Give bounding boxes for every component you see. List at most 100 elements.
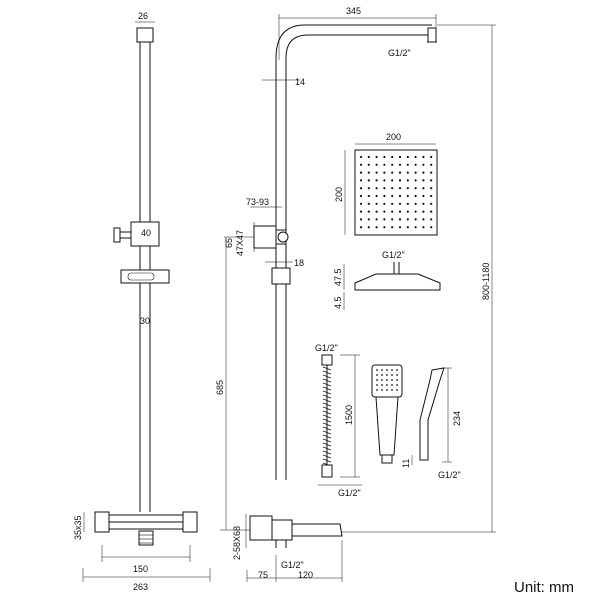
nozzle-dot xyxy=(383,226,386,229)
dim-4-5: 4.5 xyxy=(333,296,343,309)
hose-rib xyxy=(322,458,332,463)
nozzle-dot xyxy=(383,202,386,205)
nozzle-dot xyxy=(375,171,378,174)
dim-263: 263 xyxy=(133,582,148,592)
nozzle-dot xyxy=(383,218,386,221)
hose-rib xyxy=(322,446,332,451)
hose-rib xyxy=(322,434,332,439)
hose-rib xyxy=(322,406,332,411)
nozzle-dot xyxy=(414,155,417,159)
nozzle-dot xyxy=(367,226,370,229)
nozzle-dot xyxy=(383,179,386,182)
hand-nozzle-dot xyxy=(396,374,398,376)
nozzle-dot xyxy=(406,171,409,174)
hand-nozzle-dot xyxy=(396,379,398,381)
nozzle-dot xyxy=(398,226,402,229)
nozzle-dot xyxy=(359,179,363,182)
dim-345: 345 xyxy=(346,6,361,16)
hand-nozzle-dot xyxy=(381,379,383,381)
nozzle-dot xyxy=(406,226,409,229)
hand-nozzle-dot xyxy=(396,384,398,386)
nozzle-dot xyxy=(391,155,394,159)
nozzle-dot xyxy=(359,194,363,198)
dim-14: 14 xyxy=(295,77,305,87)
nozzle-dot xyxy=(422,163,425,166)
nozzle-dot xyxy=(391,210,394,213)
g12-arm-outlet: G1/2" xyxy=(388,48,411,58)
hose-rib xyxy=(322,414,332,419)
nozzle-dot xyxy=(391,163,394,166)
nozzle-dot xyxy=(422,218,425,221)
nozzle-dot xyxy=(414,187,417,190)
dim-65: 65 xyxy=(224,238,234,248)
nozzle-dot xyxy=(375,202,378,205)
shower-hose: G1/2" 1500 G1/2" xyxy=(315,343,362,498)
hose-rib xyxy=(322,442,332,447)
dim-73-93: 73-93 xyxy=(246,197,269,207)
nozzle-dot xyxy=(359,187,363,190)
nozzle-dot xyxy=(383,194,386,198)
g12-hand-shower: G1/2" xyxy=(438,470,461,480)
hand-shower-nozzles xyxy=(376,369,398,391)
hose-rib xyxy=(322,430,332,435)
hose-rib xyxy=(322,378,332,383)
hand-nozzle-dot xyxy=(376,389,378,391)
nozzle-dot xyxy=(375,218,378,221)
nozzle-dot xyxy=(367,202,370,205)
g12-head: G1/2" xyxy=(382,250,405,260)
unit-label: Unit: mm xyxy=(514,579,574,596)
nozzle-dot xyxy=(359,210,363,213)
nozzle-dot xyxy=(398,202,402,205)
hand-nozzle-dot xyxy=(376,379,378,381)
nozzle-dot xyxy=(375,194,378,198)
nozzle-dot xyxy=(367,171,370,174)
hose-rib xyxy=(322,394,332,399)
hand-nozzle-dot xyxy=(376,384,378,386)
dim-1500: 1500 xyxy=(344,405,354,425)
hose-rib xyxy=(322,370,332,375)
nozzle-dot xyxy=(375,226,378,229)
g12-hose-top: G1/2" xyxy=(315,343,338,353)
hose-rib xyxy=(322,398,332,403)
nozzle-dot xyxy=(422,171,425,174)
nozzle-dot xyxy=(367,187,370,190)
nozzle-dot xyxy=(422,187,425,190)
nozzle-dot xyxy=(367,210,370,213)
nozzle-dot xyxy=(414,194,417,198)
nozzle-dot xyxy=(383,210,386,213)
hose-rib xyxy=(322,390,332,395)
hand-nozzle-dot xyxy=(386,369,388,371)
hose-rib xyxy=(322,402,332,407)
hand-nozzle-dot xyxy=(391,389,393,391)
nozzle-dot xyxy=(375,155,378,159)
hose-rib xyxy=(322,418,332,423)
dim-800-1180: 800-1180 xyxy=(481,263,491,300)
nozzle-dot xyxy=(422,202,425,205)
hand-nozzle-dot xyxy=(391,379,393,381)
nozzle-dot xyxy=(391,218,394,221)
nozzle-dot xyxy=(430,202,433,205)
dim-120: 120 xyxy=(298,570,313,580)
nozzle-dot xyxy=(406,194,409,198)
hose-ribbing xyxy=(322,366,332,467)
nozzle-dot xyxy=(398,179,402,182)
hand-nozzle-dot xyxy=(391,369,393,371)
hose-rib xyxy=(322,438,332,443)
nozzle-dot xyxy=(430,179,433,182)
nozzle-dot xyxy=(406,202,409,205)
dim-11: 11 xyxy=(401,459,411,468)
nozzle-dot xyxy=(375,210,378,213)
nozzle-dot xyxy=(398,187,402,190)
nozzle-dot xyxy=(367,155,370,159)
nozzle-dot xyxy=(430,210,433,213)
hose-rib xyxy=(322,386,332,391)
hand-nozzle-dot xyxy=(391,384,393,386)
dim-200-height: 200 xyxy=(334,187,344,202)
nozzle-dot xyxy=(430,171,433,174)
nozzle-dot xyxy=(406,187,409,190)
hose-rib xyxy=(322,454,332,459)
hand-nozzle-dot xyxy=(381,389,383,391)
hose-rib xyxy=(322,450,332,455)
nozzle-dot xyxy=(391,226,394,229)
